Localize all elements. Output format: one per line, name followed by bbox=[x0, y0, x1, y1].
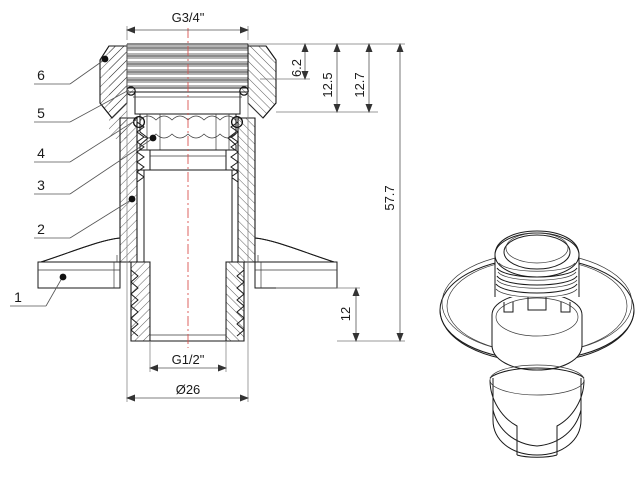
upper-bore bbox=[127, 91, 248, 115]
iso-male-thread bbox=[494, 230, 580, 298]
dim-label-d26: Ø26 bbox=[176, 382, 201, 397]
dim-label-57-7: 57.7 bbox=[382, 185, 397, 210]
iso-hex-body bbox=[489, 364, 585, 458]
section-view bbox=[37, 28, 338, 348]
dim-57-7: 57.7 bbox=[382, 43, 404, 342]
dim-12-7: 12.7 bbox=[352, 43, 373, 113]
balloon-label-6: 6 bbox=[37, 67, 45, 83]
balloon-numbers: 6 5 4 3 2 1 bbox=[14, 67, 45, 305]
iso-hex-collar bbox=[491, 292, 583, 371]
dim-label-12: 12 bbox=[338, 307, 353, 321]
dim-label-6-2: 6.2 bbox=[289, 59, 304, 77]
dim-g34: G3/4" bbox=[126, 10, 249, 40]
isometric-view bbox=[439, 230, 635, 458]
bottom-thread-g12 bbox=[130, 261, 245, 342]
dim-6-2: 6.2 bbox=[289, 43, 309, 80]
dim-d26: Ø26 bbox=[126, 44, 249, 402]
dimension-set: G3/4" G1/2" Ø26 6.2 12.5 bbox=[126, 10, 405, 402]
top-thread-g34 bbox=[126, 43, 249, 94]
dim-12: 12 bbox=[338, 287, 360, 342]
flange-washer bbox=[37, 237, 338, 289]
balloon-label-1: 1 bbox=[14, 289, 22, 305]
valve-body-right bbox=[247, 45, 277, 119]
balloon-label-3: 3 bbox=[37, 177, 45, 193]
balloon-label-2: 2 bbox=[37, 221, 45, 237]
dim-label-g12: G1/2" bbox=[172, 352, 205, 367]
balloon-label-4: 4 bbox=[37, 145, 45, 161]
dim-label-12-7: 12.7 bbox=[352, 72, 367, 97]
dim-label-12-5: 12.5 bbox=[320, 72, 335, 97]
dim-g12: G1/2" bbox=[149, 341, 227, 372]
dim-label-g34: G3/4" bbox=[172, 10, 205, 25]
dim-12-5: 12.5 bbox=[320, 43, 341, 113]
balloon-leaders bbox=[10, 55, 157, 307]
balloon-label-5: 5 bbox=[37, 105, 45, 121]
valve-body-left bbox=[99, 45, 128, 139]
